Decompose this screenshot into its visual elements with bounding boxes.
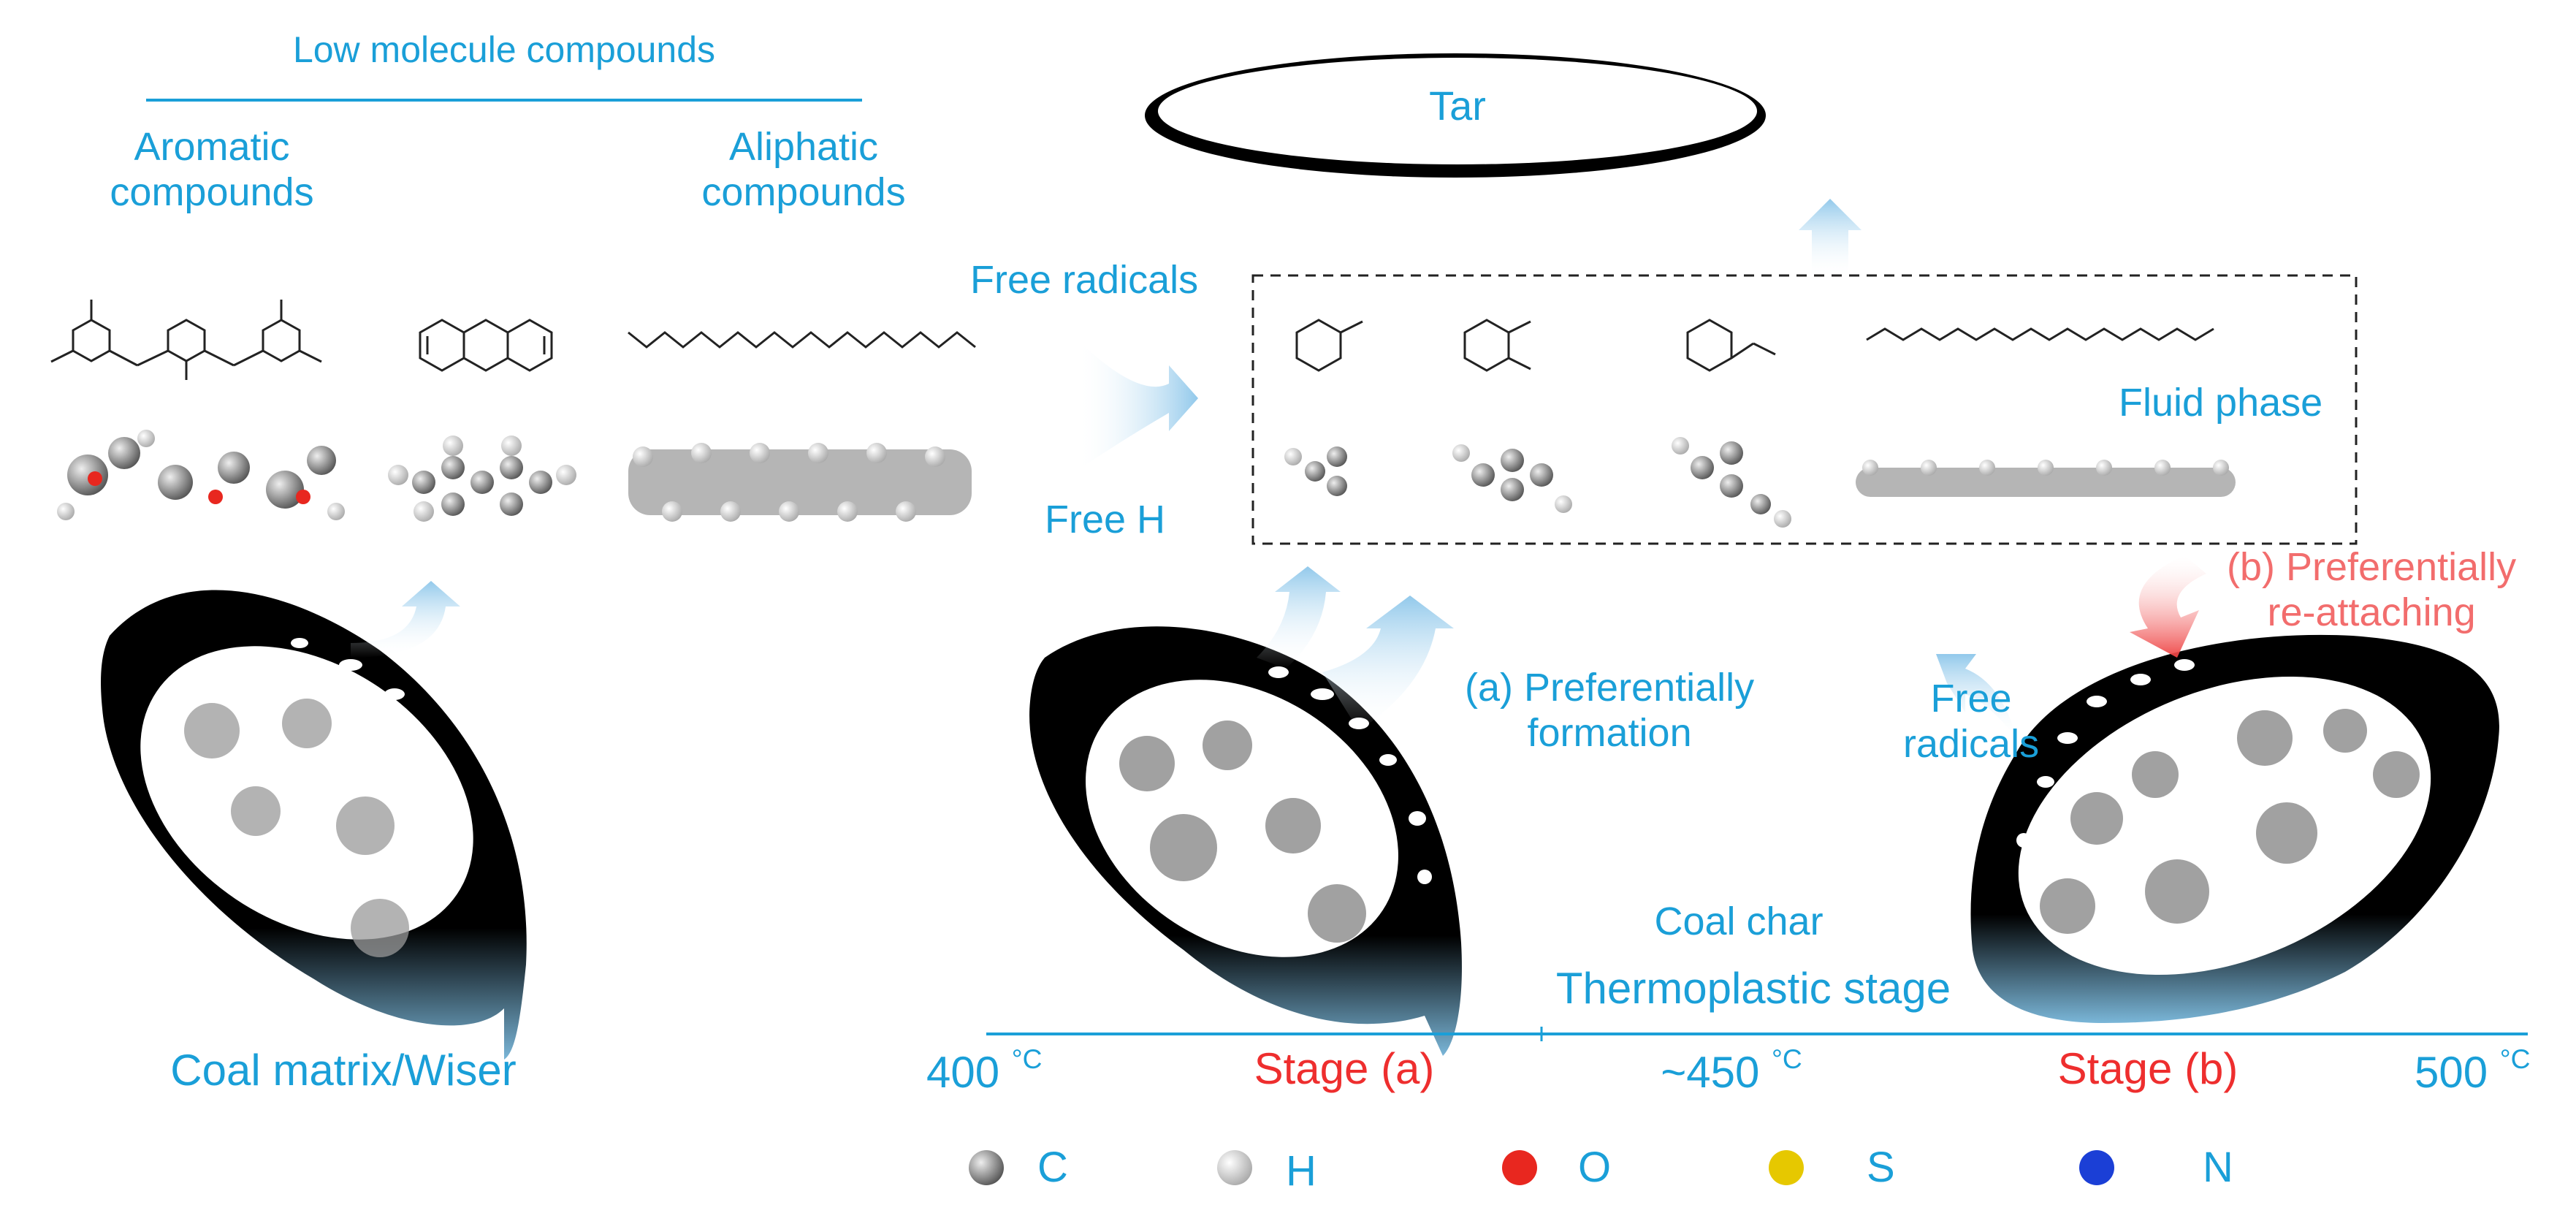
tar-ellipse [1145,53,1766,178]
thermoplastic-stage-label: Thermoplastic stage [1555,964,1951,1013]
toluene-skeletal [1295,319,1363,372]
stage-b-label: Stage (b) [2057,1044,2238,1093]
coal-char-particle-b [1970,634,2499,1023]
preferential-formation-label: (a) Preferentially formation [1465,666,1755,756]
arrow-reattach [2130,555,2206,658]
aliphatic-ball-model [628,443,972,522]
arrow-radicals-to-fluid [1081,343,1198,468]
legend-label-n: N [2203,1144,2233,1191]
legend-atom-c [969,1150,1004,1185]
arrow-a-right [1322,596,1454,731]
fluid-chain-skeletal [1866,327,2214,341]
free-radicals-label: Free radicals [970,258,1199,302]
tar-label: Tar [1429,83,1486,129]
legend-label-h: H [1286,1147,1316,1195]
degree-unit: °C [1011,1043,1043,1074]
legend-atom-s [1769,1150,1804,1185]
legend-atom-n [2079,1150,2114,1185]
fluid-ball-models [1284,437,2236,528]
legend-atom-o [1502,1150,1537,1185]
aliphatic-chain-skeletal [628,331,976,349]
aromatic-skeletal [50,300,322,380]
fluid-phase-box [1251,274,2358,545]
free-h-label: Free H [1045,498,1166,541]
arrow-free-radicals-right [1936,654,2016,738]
coal-matrix-label: Coal matrix/Wiser [170,1046,517,1095]
aliphatic-header: Aliphatic compounds [701,125,906,215]
coal-matrix-particle [101,590,527,1060]
temp-400-label: 400 °C [926,1043,1043,1098]
legend-label-c: C [1037,1144,1068,1191]
coal-char-label: Coal char [1654,900,1824,943]
legend-atoms [969,1150,2114,1185]
fluid-phase-label: Fluid phase [2119,381,2323,425]
coal-char-particle-a [1029,626,1462,1056]
stage-a-label: Stage (a) [1254,1044,1435,1093]
legend-label-s: S [1867,1144,1895,1191]
free-radicals-right-label: Free radicals [1903,677,2040,767]
arrow-a-up [1257,566,1341,669]
degree-unit: °C [2499,1043,2531,1074]
preferential-reattaching-label: (b) Preferentially re-attaching [2227,545,2517,635]
arrow-to-compounds [351,581,460,658]
aromatic-ball-model [57,430,345,520]
degree-unit: °C [1772,1043,1802,1074]
legend-label-o: O [1578,1144,1612,1191]
temp-500-label: 500 °C [2415,1043,2531,1098]
anthracene-ball-model [388,436,576,522]
low-molecule-header: Low molecule compounds [292,29,716,70]
temp-450-label: ~450 °C [1661,1043,1802,1098]
legend-atom-h [1217,1150,1252,1185]
aromatic-header: Aromatic compounds [110,125,314,215]
anthracene-skeletal [419,319,553,372]
arrow-to-tar [1799,199,1861,278]
ethylbenzene-skeletal [1686,319,1776,372]
xylene-skeletal [1463,319,1531,372]
